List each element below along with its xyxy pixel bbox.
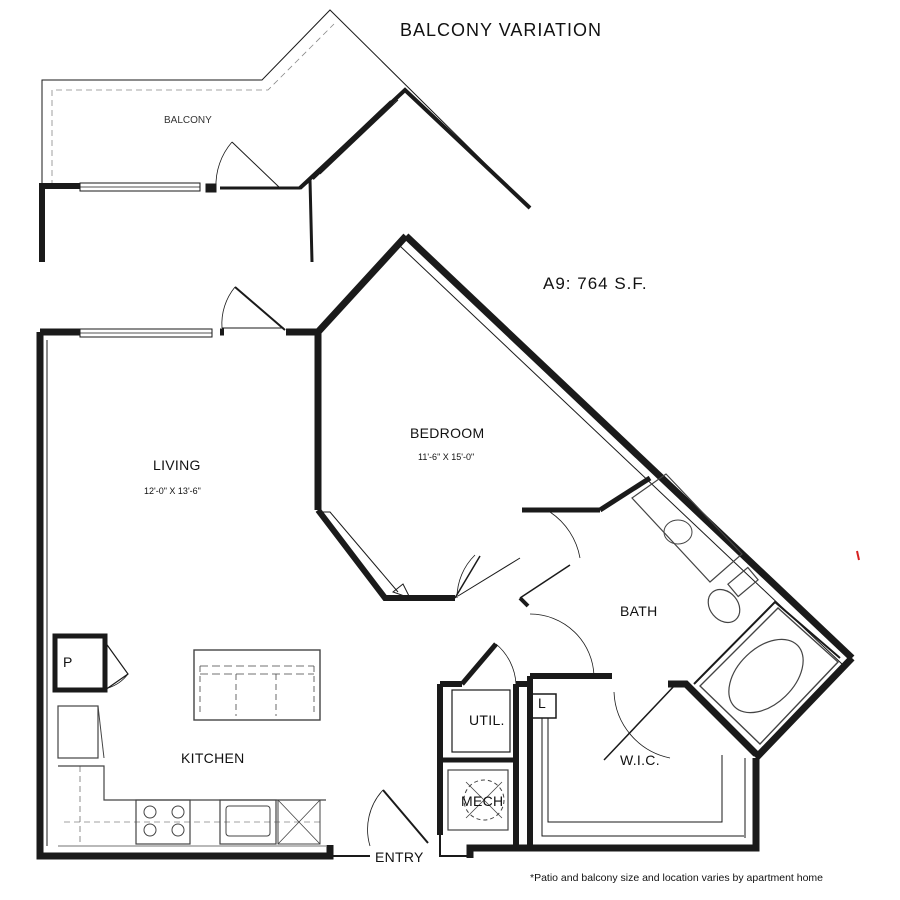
interior-walls [52,332,841,848]
util-label: UTIL. [469,712,505,728]
bath-fixtures [631,473,840,745]
balcony-variation-title: BALCONY VARIATION [400,20,603,40]
wic-label: W.I.C. [620,752,660,768]
exterior-walls [36,233,855,860]
entry-label: ENTRY [375,849,424,865]
kitchen-fixtures [57,649,326,847]
kitchen-label: KITCHEN [181,750,245,766]
mech-label: MECH [461,793,504,809]
util-closet-frame [451,689,511,753]
footnote: *Patio and balcony size and location var… [530,872,824,884]
linen-label: L [538,695,547,711]
living-dims: 12'-0" X 13'-6" [144,486,201,496]
balcony-label: BALCONY [164,115,212,126]
pantry-label: P [63,654,73,670]
red-tick-mark [856,550,860,561]
bedroom-dims: 11'-6" X 15'-0" [418,452,475,462]
bath-label: BATH [620,603,658,619]
balcony-variation-drawing [39,9,532,263]
bedroom-label: BEDROOM [410,425,485,441]
unit-title: A9: 764 S.F. [543,274,648,293]
mech-fixture [447,769,509,831]
living-label: LIVING [153,457,201,473]
